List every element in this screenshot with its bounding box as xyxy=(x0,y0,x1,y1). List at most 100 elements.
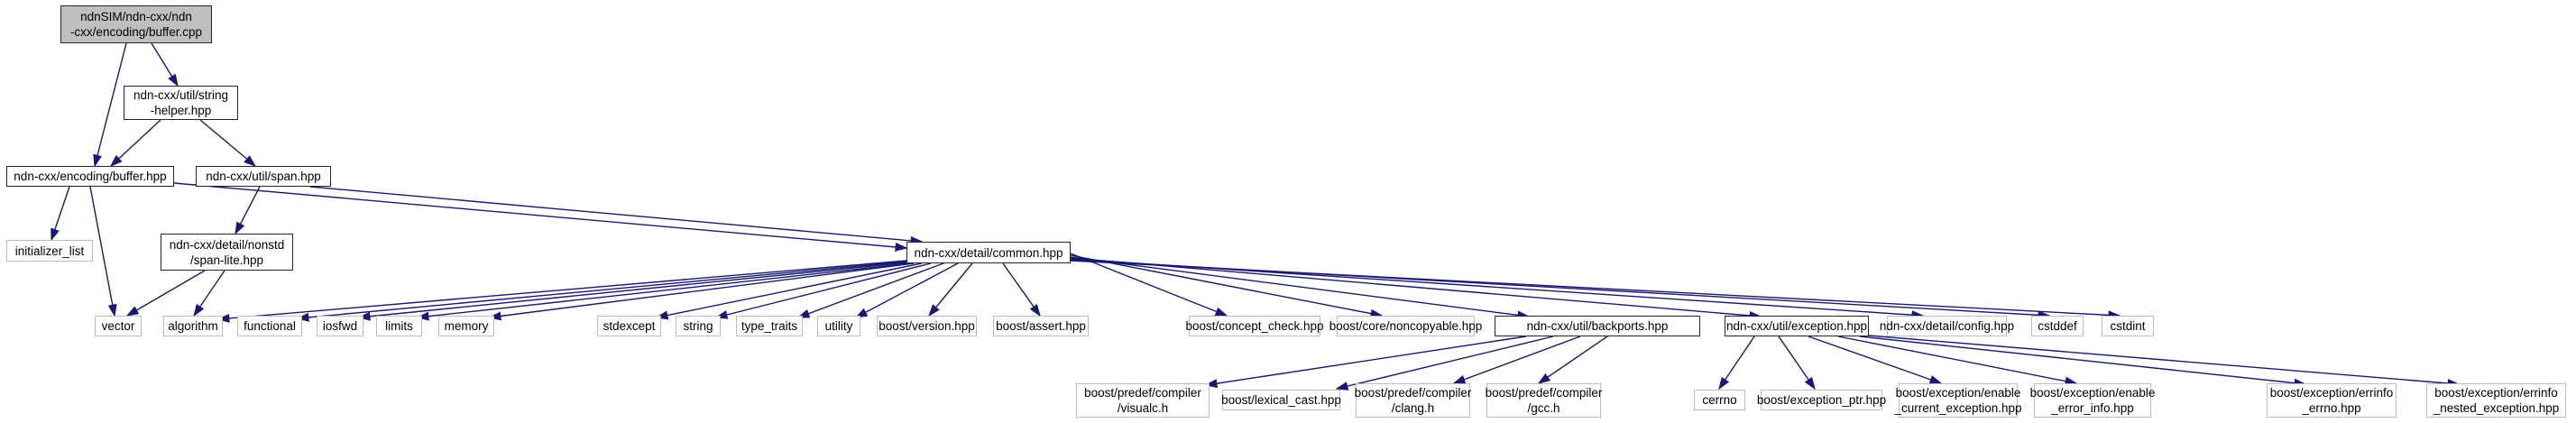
node-cstdint: cstdint xyxy=(2102,316,2154,336)
node-string: string xyxy=(676,316,721,336)
node-label: boost/exception/errinfo xyxy=(2269,386,2394,400)
node-lexical-cast: boost/lexical_cast.hpp xyxy=(1221,390,1341,410)
edge-common-hpp-to-limits xyxy=(416,262,911,321)
node-exception-ptr: boost/exception_ptr.hpp xyxy=(1757,390,1886,410)
edge-string-helper-hpp-to-span-hpp xyxy=(199,119,257,167)
edge-exception-hpp-to-exception-ptr xyxy=(1778,336,1816,391)
edge-buffer-hpp-to-common-hpp xyxy=(173,182,908,252)
edge-exception-hpp-to-enable-current-exception xyxy=(1808,336,1943,384)
node-type-traits: type_traits xyxy=(736,316,803,336)
node-label: vector xyxy=(101,319,135,333)
node-limits: limits xyxy=(376,316,422,336)
node-label: utility xyxy=(824,319,853,333)
node-memory: memory xyxy=(438,316,494,336)
node-buffer-hpp[interactable]: ndn-cxx/encoding/buffer.hpp xyxy=(6,166,174,187)
node-initializer-list: initializer_list xyxy=(6,240,93,262)
edge-root-to-string-helper-hpp xyxy=(151,42,179,87)
edge-common-hpp-to-utility xyxy=(854,262,959,318)
edge-common-hpp-to-string xyxy=(714,262,932,319)
edge-common-hpp-to-stdexcept xyxy=(655,262,923,320)
node-label: cerrno xyxy=(1702,393,1737,407)
node-label: initializer_list xyxy=(14,244,85,258)
edge-backports-hpp-to-predef-visualc xyxy=(1204,336,1527,389)
node-label: -cxx/encoding/buffer.cpp xyxy=(69,25,203,39)
node-label: ndn-cxx/util/string xyxy=(133,88,229,102)
node-root: ndnSIM/ndn-cxx/ndn -cxx/encoding/buffer.c… xyxy=(60,5,212,43)
node-label: ndn-cxx/detail/config.hpp xyxy=(1879,319,2015,333)
node-label: limits xyxy=(385,319,413,333)
node-cstddef: cstddef xyxy=(2031,316,2084,336)
edge-common-hpp-to-memory xyxy=(488,262,915,321)
node-label: _current_exception.hpp xyxy=(1894,401,2022,415)
edge-span-hpp-to-span-lite-hpp xyxy=(235,186,261,235)
node-label: string xyxy=(683,319,713,333)
node-label: boost/lexical_cast.hpp xyxy=(1221,393,1341,407)
node-label: _errno.hpp xyxy=(2302,401,2361,415)
node-predef-gcc: boost/predef/compiler/gcc.h xyxy=(1485,383,1603,418)
node-label: -helper.hpp xyxy=(150,104,212,117)
node-label: /span-lite.hpp xyxy=(189,253,264,267)
node-label: ndnSIM/ndn-cxx/ndn xyxy=(80,10,192,23)
node-boost-assert: boost/assert.hpp xyxy=(993,316,1089,336)
node-label: boost/exception_ptr.hpp xyxy=(1756,393,1887,407)
edge-common-hpp-to-boost-assert xyxy=(1002,262,1041,317)
node-label: _nested_exception.hpp xyxy=(2433,401,2560,415)
node-label: /visualc.h xyxy=(1117,401,1169,415)
edge-exception-hpp-to-errinfo-nested-exception xyxy=(1868,335,2461,388)
edge-common-hpp-to-boost-version xyxy=(928,262,973,317)
edge-backports-hpp-to-lexical-cast xyxy=(1335,336,1554,391)
edge-common-hpp-to-exception-hpp xyxy=(1070,257,1762,320)
node-utility: utility xyxy=(817,316,860,336)
node-label: ndn-cxx/detail/nonstd xyxy=(169,237,285,252)
edge-common-hpp-to-boost-noncopyable xyxy=(1070,254,1384,318)
node-errinfo-errno: boost/exception/errinfo_errno.hpp xyxy=(2267,383,2397,418)
node-span-hpp[interactable]: ndn-cxx/util/span.hpp xyxy=(196,166,331,187)
node-predef-visualc: boost/predef/compiler/visualc.h xyxy=(1076,383,1210,418)
node-predef-clang: boost/predef/compiler/clang.h xyxy=(1354,383,1472,418)
node-backports-hpp[interactable]: ndn-cxx/util/backports.hpp xyxy=(1495,316,1700,336)
edge-root-to-buffer-hpp xyxy=(93,42,127,168)
edge-common-hpp-to-boost-concept-check xyxy=(1070,253,1228,317)
edge-span-hpp-to-common-hpp xyxy=(309,186,924,245)
node-label: boost/version.hpp xyxy=(879,319,975,333)
node-label: boost/assert.hpp xyxy=(996,319,1086,333)
node-label: boost/predef/compiler xyxy=(1354,386,1472,400)
node-label: ndn-cxx/util/exception.hpp xyxy=(1725,319,1868,333)
node-label: functional xyxy=(244,319,296,333)
edge-exception-hpp-to-errinfo-errno xyxy=(1859,336,2307,388)
node-common-hpp[interactable]: ndn-cxx/detail/common.hpp xyxy=(906,242,1071,263)
node-label: memory xyxy=(444,319,489,333)
edge-common-hpp-to-type-traits xyxy=(796,262,944,318)
node-boost-noncopyable: boost/core/noncopyable.hpp xyxy=(1329,316,1482,336)
node-label: ndn-cxx/detail/common.hpp xyxy=(914,245,1063,260)
node-string-helper-hpp[interactable]: ndn-cxx/util/string -helper.hpp xyxy=(124,86,238,120)
node-cerrno: cerrno xyxy=(1694,390,1745,410)
node-label: boost/exception/enable xyxy=(2029,386,2156,400)
node-stdexcept: stdexcept xyxy=(597,316,661,336)
node-label: /gcc.h xyxy=(1527,401,1560,415)
node-label: algorithm xyxy=(168,319,218,333)
edge-span-lite-hpp-to-algorithm xyxy=(193,270,225,317)
node-label: stdexcept xyxy=(603,319,656,333)
node-algorithm: algorithm xyxy=(163,316,223,336)
node-label: ndn-cxx/util/backports.hpp xyxy=(1526,319,1669,333)
node-exception-hpp[interactable]: ndn-cxx/util/exception.hpp xyxy=(1725,316,1869,336)
node-iosfwd: iosfwd xyxy=(317,316,363,336)
node-enable-current-exception: boost/exception/enable_current_exception… xyxy=(1894,383,2022,418)
node-vector: vector xyxy=(95,316,142,336)
node-label: iosfwd xyxy=(322,319,358,333)
edge-buffer-hpp-to-initializer-list xyxy=(51,186,70,242)
node-label: boost/predef/compiler xyxy=(1084,386,1201,400)
node-boost-concept-check: boost/concept_check.hpp xyxy=(1185,316,1324,336)
node-label: _error_info.hpp xyxy=(2051,401,2134,415)
edge-common-hpp-to-iosfwd xyxy=(357,262,908,321)
edge-backports-hpp-to-predef-clang xyxy=(1452,336,1581,384)
node-label: boost/predef/compiler xyxy=(1485,386,1603,400)
edge-common-hpp-to-functional xyxy=(296,261,907,322)
node-label: type_traits xyxy=(741,319,798,333)
node-boost-version: boost/version.hpp xyxy=(877,316,977,336)
edge-buffer-hpp-to-vector xyxy=(89,186,117,317)
node-label: boost/concept_check.hpp xyxy=(1185,319,1324,333)
node-span-lite-hpp[interactable]: ndn-cxx/detail/nonstd/span-lite.hpp xyxy=(161,234,293,271)
